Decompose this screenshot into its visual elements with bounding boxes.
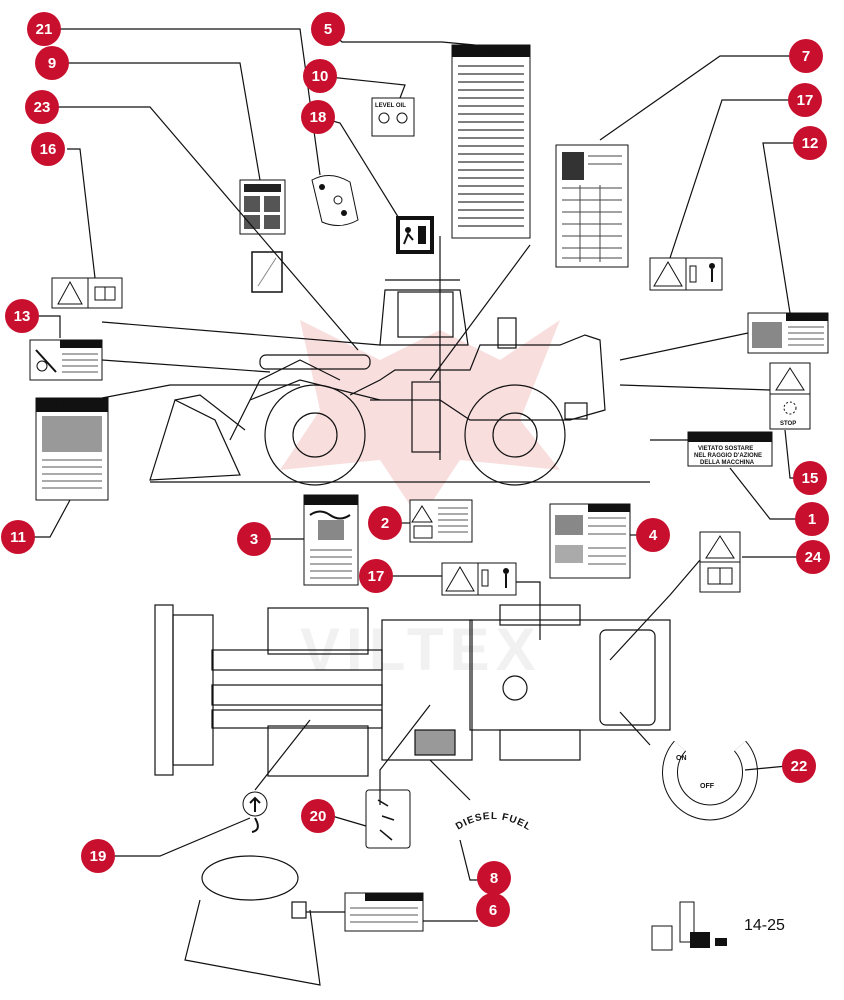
- decal-1: PERICOLO VIETATO SOSTARE NEL RAGGIO D'AZ…: [687, 431, 773, 467]
- callout-16: 16: [31, 132, 65, 166]
- decal-23: [251, 251, 283, 293]
- callout-17-mid: 17: [359, 559, 393, 593]
- decal-11: PERICOLO: [35, 397, 109, 501]
- callout-3: 3: [237, 522, 271, 556]
- svg-text:16: 16: [40, 141, 57, 158]
- callout-10: 10: [303, 59, 337, 93]
- callout-11: 11: [1, 520, 35, 554]
- svg-text:4: 4: [649, 527, 658, 544]
- svg-text:OFF: OFF: [700, 783, 715, 790]
- svg-text:22: 22: [791, 758, 808, 775]
- decal-9: [239, 179, 286, 235]
- svg-text:18: 18: [310, 109, 327, 126]
- svg-text:ON: ON: [676, 755, 687, 762]
- decal-6: ATTENZIONE: [344, 892, 424, 932]
- svg-text:24: 24: [805, 549, 822, 566]
- callout-4: 4: [636, 518, 670, 552]
- svg-text:1: 1: [808, 511, 816, 528]
- callout-21: 21: [27, 12, 61, 46]
- svg-text:5: 5: [324, 21, 332, 38]
- svg-text:19: 19: [90, 848, 107, 865]
- decal-17-mid: [441, 562, 517, 596]
- callout-22: 22: [782, 749, 816, 783]
- callout-1: 1: [795, 502, 829, 536]
- decal-10: LEVEL OIL: [371, 97, 415, 137]
- svg-text:ATTENZIONE: ATTENZIONE: [62, 343, 94, 349]
- svg-text:7: 7: [802, 48, 810, 65]
- decal-21: [311, 175, 359, 226]
- callout-9: 9: [35, 46, 69, 80]
- svg-text:ATTENZIONE: ATTENZIONE: [468, 49, 513, 56]
- decal-8: DIESEL FUEL: [454, 811, 533, 833]
- decal-19: [242, 791, 268, 833]
- svg-text:6: 6: [489, 902, 497, 919]
- decal-17-top: [649, 257, 723, 291]
- callout-13: 13: [5, 299, 39, 333]
- decal-18: [396, 216, 434, 254]
- svg-text:12: 12: [802, 135, 819, 152]
- svg-text:PERICOLO: PERICOLO: [790, 316, 822, 322]
- svg-text:PERICOLO: PERICOLO: [314, 498, 351, 505]
- callout-17-top: 17: [788, 83, 822, 117]
- decal-3: PERICOLO: [303, 494, 359, 586]
- svg-text:13: 13: [14, 308, 31, 325]
- svg-text:8: 8: [490, 870, 498, 887]
- svg-text:STOP: STOP: [780, 421, 796, 427]
- decal-24: [699, 531, 741, 593]
- callout-8: 8: [477, 861, 511, 895]
- svg-text:9: 9: [48, 55, 56, 72]
- svg-text:DELLA MACCHINA: DELLA MACCHINA: [700, 460, 755, 466]
- decal-12: PERICOLO: [747, 312, 829, 354]
- decal-7: [555, 144, 629, 268]
- decal-2: [409, 499, 473, 543]
- decal-15: STOP: [769, 362, 811, 430]
- decal-5: ATTENZIONE: [451, 44, 531, 239]
- callout-6: 6: [476, 893, 510, 927]
- callout-18: 18: [301, 100, 335, 134]
- svg-text:2: 2: [381, 515, 389, 532]
- callout-5: 5: [311, 12, 345, 46]
- callout-23: 23: [25, 90, 59, 124]
- svg-text:17: 17: [797, 92, 814, 109]
- callout-15: 15: [793, 461, 827, 495]
- svg-text:3: 3: [250, 531, 258, 548]
- callout-19: 19: [81, 839, 115, 873]
- decal-13: ATTENZIONE: [29, 339, 103, 381]
- svg-text:10: 10: [312, 68, 329, 85]
- decal-20: [365, 789, 411, 849]
- svg-text:ATTENZIONE: ATTENZIONE: [370, 896, 408, 902]
- leader-lines: [22, 28, 810, 922]
- callout-20: 20: [301, 799, 335, 833]
- svg-text:ATTENZIONE: ATTENZIONE: [590, 507, 622, 513]
- svg-text:PERICOLO: PERICOLO: [705, 433, 747, 442]
- callouts: 21 5 9 10 7 23 18 17 16 12 13 11 15 1 3 …: [1, 12, 830, 927]
- watermark: VILTEX: [280, 320, 560, 683]
- loader-top-view: [154, 604, 671, 777]
- svg-text:17: 17: [368, 568, 385, 585]
- svg-text:LEVEL OIL: LEVEL OIL: [375, 103, 406, 109]
- decal-22: ON OFF: [662, 740, 758, 821]
- loader-side-view: [149, 279, 650, 486]
- callout-12: 12: [793, 126, 827, 160]
- svg-text:21: 21: [36, 21, 53, 38]
- steering-view: [184, 855, 345, 986]
- decal-16: [51, 277, 123, 309]
- svg-text:DIESEL FUEL: DIESEL FUEL: [454, 811, 533, 833]
- callout-2: 2: [368, 506, 402, 540]
- svg-text:11: 11: [10, 529, 26, 546]
- svg-text:15: 15: [802, 470, 819, 487]
- corner-logo: [651, 901, 727, 951]
- callout-7: 7: [789, 39, 823, 73]
- svg-text:23: 23: [34, 99, 51, 116]
- decal-4: ATTENZIONE: [549, 503, 631, 579]
- page-reference: 14-25: [744, 917, 785, 934]
- svg-text:NEL RAGGIO D'AZIONE: NEL RAGGIO D'AZIONE: [694, 453, 762, 459]
- svg-text:PERICOLO: PERICOLO: [50, 401, 97, 411]
- callout-24: 24: [796, 540, 830, 574]
- svg-text:20: 20: [310, 808, 327, 825]
- svg-text:VIETATO SOSTARE: VIETATO SOSTARE: [698, 446, 753, 452]
